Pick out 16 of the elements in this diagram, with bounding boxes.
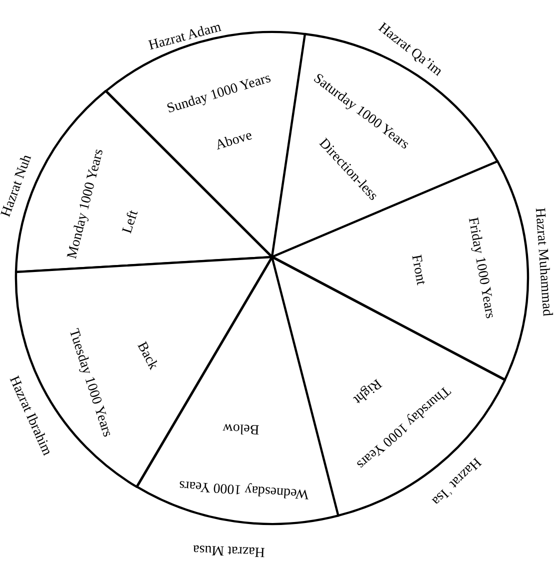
period-label: Tuesday 1000 Years <box>65 327 115 439</box>
direction-label: Back <box>133 340 161 372</box>
prophet-label: Hazrat Muhammad <box>532 207 554 317</box>
period-label: Monday 1000 Years <box>64 148 108 260</box>
period-label: Friday 1000 Years <box>464 216 498 320</box>
direction-label: Front <box>408 254 428 286</box>
wheel-sector <box>136 256 340 525</box>
direction-label: Above <box>214 128 254 154</box>
period-label: Sunday 1000 Years <box>165 70 273 118</box>
prophet-label: Hazrat Adam <box>147 20 223 54</box>
period-label: Wednesday 1000 Years <box>178 476 310 502</box>
prophet-label: Hazrat Ibrahim <box>6 374 54 458</box>
prophet-label: Hazrat Musa <box>192 541 266 559</box>
direction-label: Below <box>222 420 260 436</box>
direction-label: Left <box>120 208 142 236</box>
prophet-label: Hazrat Nuh <box>0 152 36 220</box>
